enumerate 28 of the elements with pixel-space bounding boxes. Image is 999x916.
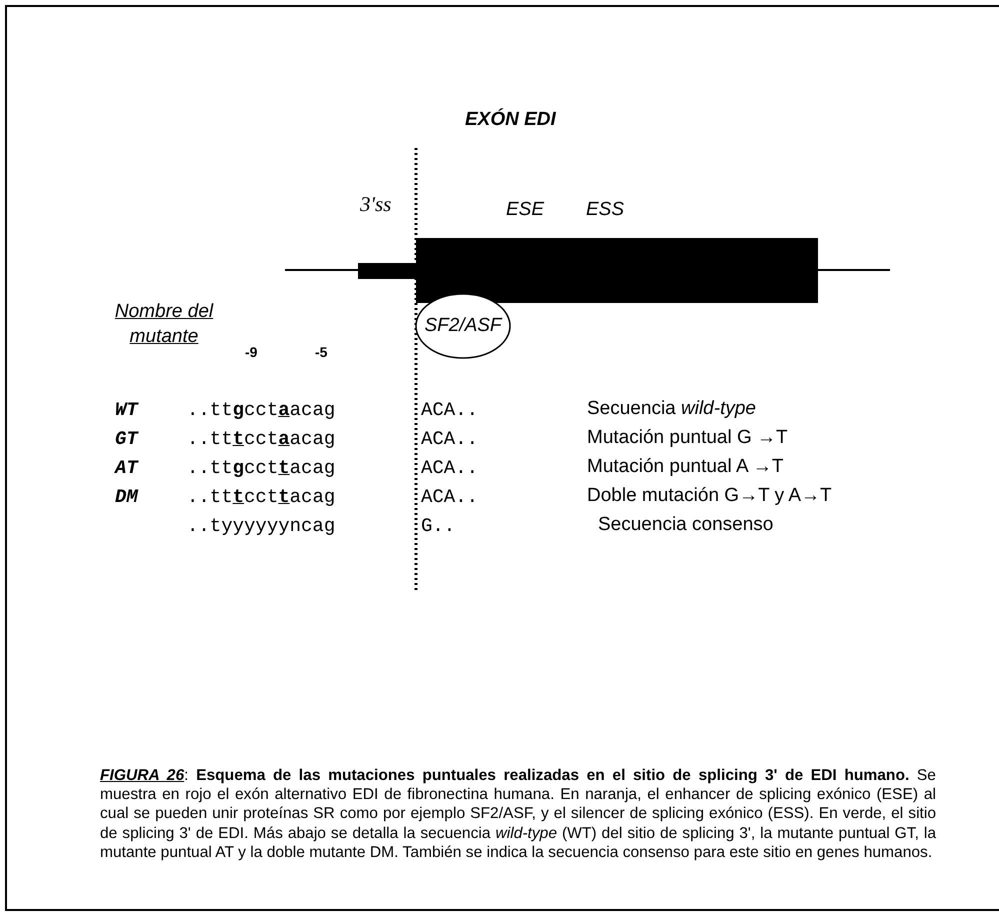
splice-site-label: 3'ss [360, 193, 392, 216]
region-label: ESS [586, 200, 624, 221]
intron-sequence: ..tyyyyyyncag [187, 516, 336, 537]
protein-name: SF2/ASF [424, 315, 502, 337]
exon-sequence: G.. [421, 516, 456, 537]
exon-sequence: ACA.. [421, 487, 478, 508]
mutant-name: DM [115, 487, 138, 508]
mutant-name: AT [115, 458, 138, 479]
intron-sequence: ..ttgcctaacag [187, 400, 336, 421]
region-label: ESE [506, 200, 544, 221]
exon-sequence: ACA.. [421, 458, 478, 479]
mutant-name: WT [115, 400, 138, 421]
position-number: -5 [315, 345, 328, 360]
sequence-description: Mutación puntual A →T [587, 457, 784, 478]
sequence-description: Doble mutación G→T y A→T [587, 486, 832, 507]
mutant-name: GT [115, 429, 138, 450]
figure-caption: FIGURA 26: Esquema de las mutaciones puntuales realizadas en el sitio de splicing 3' de EDI humano. Se muestra en rojo el exón alternativo EDI de fibronectina humana. En naranja, el enhancer de splicing exónico (ESE) al cual se pueden unir proteínas SR como por ejemplo SF2/ASF, y el silencer de splicing exónico (ESS). En verde, el sitio de splicing 3' de EDI. Más abajo se detalla la secuencia wild-type (WT) del sitio de splicing 3', la mutante puntual GT, la mutante puntual AT y la doble mutante DM. También se indica la secuencia consenso para este sitio en genes humanos. [100, 766, 936, 862]
exon-sequence: ACA.. [421, 400, 478, 421]
sequence-description: Mutación puntual G →T [587, 428, 788, 449]
sequence-description: Secuencia consenso [598, 515, 774, 536]
exon-title: EXÓN EDI [465, 110, 556, 131]
position-number: -9 [245, 345, 258, 360]
intron-sequence: ..tttccttacag [187, 487, 336, 508]
intron-sequence: ..tttcctaacag [187, 429, 336, 450]
sequence-description: Secuencia wild-type [587, 399, 756, 420]
exon-sequence: ACA.. [421, 429, 478, 450]
intron-sequence: ..ttgccttacag [187, 458, 336, 479]
column-heading: Nombre del mutante [114, 300, 214, 349]
